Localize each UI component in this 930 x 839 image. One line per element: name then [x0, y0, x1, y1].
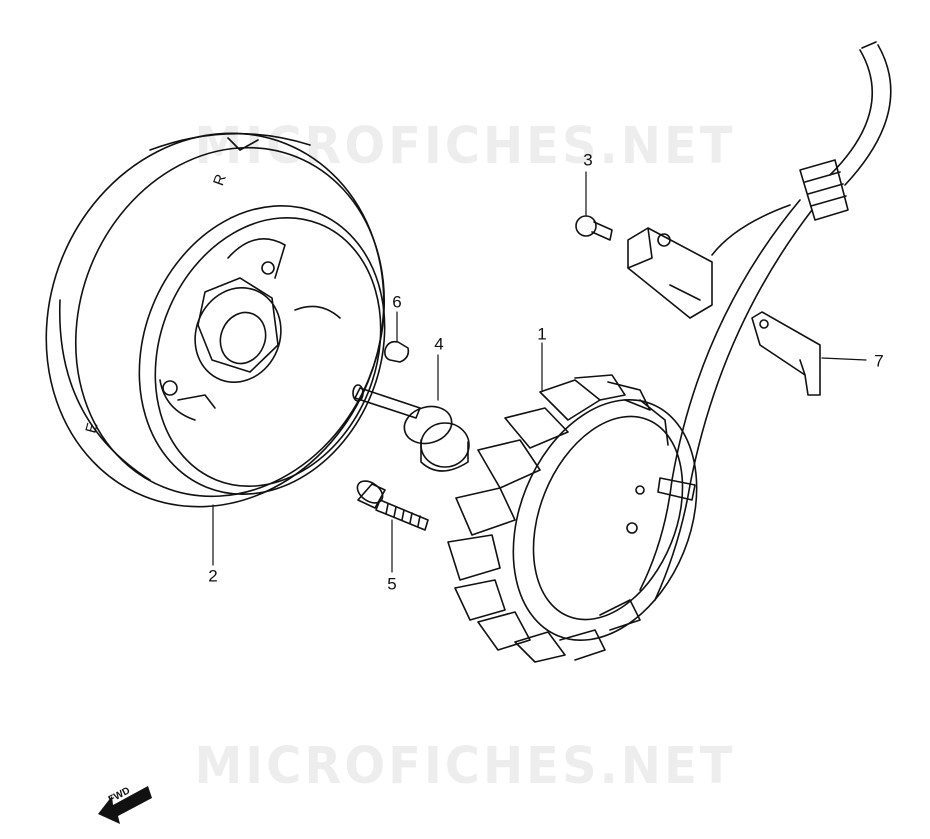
stator	[447, 374, 698, 663]
fwd-arrow-icon	[98, 786, 152, 824]
sensor-screw	[575, 215, 613, 241]
part-label-7: 7	[874, 351, 884, 371]
part-label-5: 5	[387, 574, 397, 594]
part-label-3: 3	[583, 150, 593, 170]
leader-lines	[212, 171, 867, 573]
part-label-4: 4	[434, 334, 444, 354]
wire-harness	[639, 41, 892, 601]
watermark-top: MICROFICHES.NET	[194, 116, 736, 176]
watermark-bottom: MICROFICHES.NET	[194, 736, 736, 796]
part-label-2: 2	[208, 566, 218, 586]
part-label-1: 1	[537, 324, 547, 344]
key-part	[384, 340, 410, 363]
flywheel-rotor	[45, 132, 386, 508]
pickup-sensor	[627, 227, 713, 319]
wire-clamp	[751, 311, 821, 396]
stator-screw	[356, 480, 429, 531]
part-label-6: 6	[392, 292, 402, 312]
rotor-bolt	[352, 384, 470, 472]
